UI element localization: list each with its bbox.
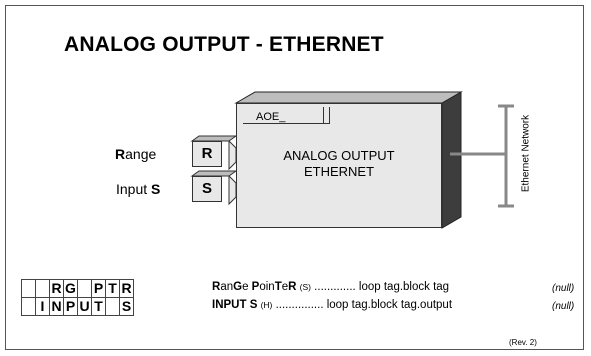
grid-row-input-s: I N P U T S [21,297,134,316]
revision-label: (Rev. 2) [509,338,537,347]
legend-desc-input-s: INPUT S (H) ............... loop tag.blo… [212,299,453,311]
port-s-arrow [228,174,237,206]
ethernet-network-label: Ethernet Network [520,114,532,193]
grid-cell: S [119,297,134,316]
tag-separator [323,107,324,124]
analog-output-block: AOE_ ANALOG OUTPUT ETHERNET [236,103,442,228]
grid-cell: T [105,279,120,298]
grid-cell: G [63,279,78,298]
block-side-face [441,91,462,229]
grid-cell: P [63,297,78,316]
block-tag-box: AOE_ [243,107,330,124]
grid-cell [21,279,36,298]
input-port-s: S [192,176,228,202]
grid-cell: R [119,279,134,298]
input-port-s-face: S [192,176,222,202]
legend-default-input-s: (null) [552,301,575,312]
input-label-input-s: Input S [116,181,161,197]
grid-cell [77,279,92,298]
legend-desc-range-pointer: RanGe PoinTeR (S) ............. loop tag… [212,281,450,293]
grid-cell [105,297,120,316]
page-title: ANALOG OUTPUT - ETHERNET [64,33,384,56]
legend-default-range-pointer: (null) [552,283,575,294]
block-top-face [234,91,463,104]
grid-cell: I [35,297,50,316]
grid-row-rgptr: R G P T R [21,279,134,298]
input-port-r-face: R [192,141,222,167]
input-label-range: Range [115,146,157,162]
port-r-arrow [228,139,237,171]
grid-cell: N [49,297,64,316]
grid-cell: T [91,297,106,316]
input-port-r: R [192,141,228,167]
block-tag: AOE_ [256,111,286,123]
diagram-frame [5,5,584,350]
grid-cell: U [77,297,92,316]
grid-cell [35,279,50,298]
grid-cell: P [91,279,106,298]
block-name-line2: ETHERNET [303,164,375,179]
parameter-code-grid: R G P T R I N P U T S [21,279,134,316]
grid-cell [21,297,36,316]
grid-cell: R [49,279,64,298]
block-name-line1: ANALOG OUTPUT [283,148,395,163]
